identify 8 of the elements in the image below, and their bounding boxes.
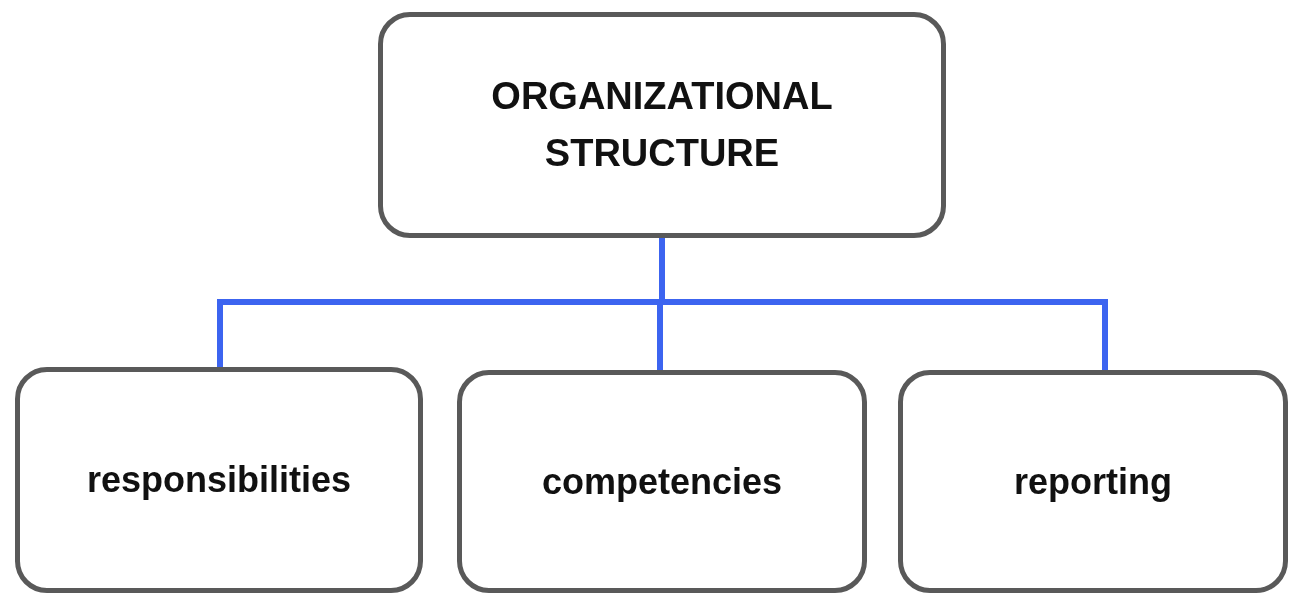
rounded-box <box>457 370 867 593</box>
box-label: competencies <box>541 459 783 504</box>
box-label: responsibilities <box>86 458 352 502</box>
box-label: reporting <box>1014 459 1172 504</box>
rounded-box <box>15 367 423 593</box>
rounded-box <box>378 12 946 238</box>
rounded-box <box>898 370 1288 593</box>
box-label: ORGANIZATIONAL STRUCTURE <box>490 74 834 176</box>
